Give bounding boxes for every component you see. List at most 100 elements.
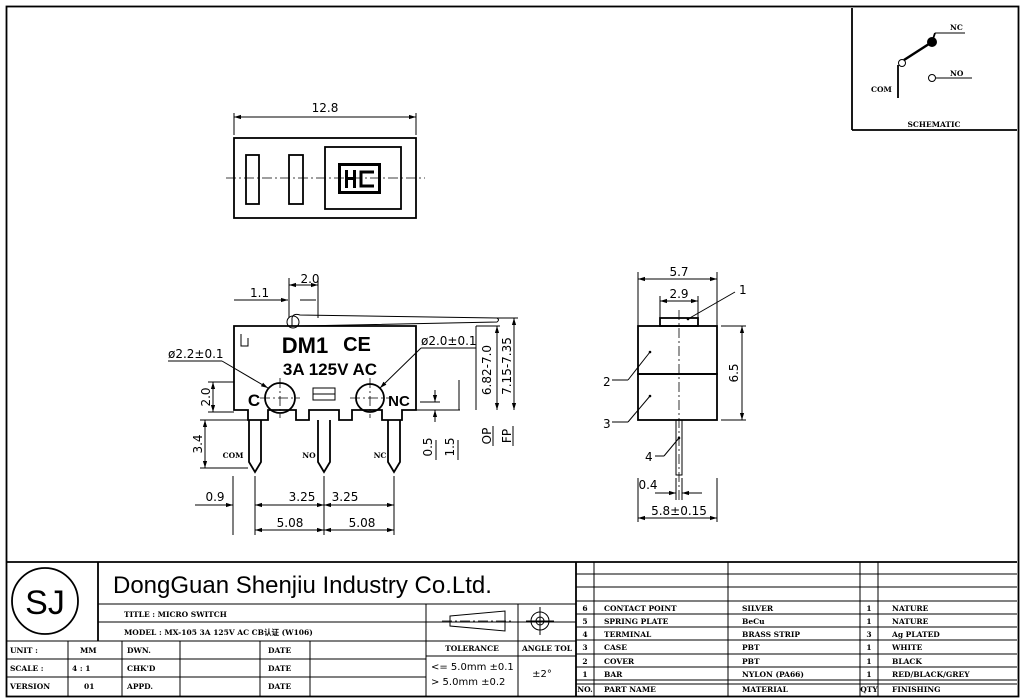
bom-finishing: WHITE (891, 643, 923, 652)
unit-value: MM (80, 646, 97, 655)
model-row: MODEL : MX-105 3A 125V AC CB认证 (W106) (124, 627, 313, 637)
dim-3-4: 3.4 (191, 434, 205, 453)
rating-text: 3A 125V AC (283, 360, 377, 379)
side-terminal (675, 419, 683, 476)
terminal-c-label: C (248, 391, 260, 410)
dim-2-0-top: 2.0 (300, 272, 319, 286)
pin-nc-label: NC (374, 451, 387, 460)
no-contact (928, 74, 936, 82)
drawing-border (5, 5, 1020, 698)
dim-5-8: 5.8±0.15 (651, 504, 707, 518)
bom-header-qty: QTY (860, 685, 878, 694)
chkd-label: CHK'D (127, 664, 156, 673)
dim-3-25-a: 3.25 (289, 490, 316, 504)
bom-part: CONTACT POINT (604, 604, 677, 613)
callout-1: 1 (739, 283, 747, 297)
callout-3: 3 (603, 417, 611, 431)
bom-header-material: MATERIAL (742, 685, 789, 694)
bom-header-no: NO. (577, 685, 593, 694)
bom-row: 1 BAR NYLON (PA66) 1 RED/BLACK/GREY (582, 670, 970, 679)
dim-1-5: 1.5 (443, 437, 457, 456)
bom-no: 6 (582, 604, 587, 613)
bom-finishing: Ag PLATED (891, 630, 940, 639)
bom-part: BAR (604, 670, 623, 679)
bom-table: 6 CONTACT POINT SILVER 1 NATURE 5 SPRING… (576, 562, 1017, 696)
dim-top-width: 12.8 (312, 101, 339, 115)
bom-row: 4 TERMINAL BRASS STRIP 3 Ag PLATED (582, 630, 940, 639)
logo-text: SJ (25, 584, 65, 622)
hole-left-dim: ø2.2±0.1 (168, 347, 224, 361)
dwn-label: DWN. (127, 646, 151, 655)
dim-5-7: 5.7 (669, 265, 688, 279)
dim-2-0-left: 2.0 (199, 387, 213, 406)
title-block: SJ DongGuan Shenjiu Industry Co.Ltd. TIT… (7, 561, 1017, 696)
side-cover (637, 325, 718, 375)
pin-nc (387, 420, 401, 474)
tolerance-header: TOLERANCE (445, 644, 499, 653)
company-logo (11, 567, 79, 635)
bom-finishing: BLACK (892, 657, 922, 666)
bom-material: PBT (742, 657, 760, 666)
dim-0-4: 0.4 (638, 478, 657, 492)
bom-material: SILVER (742, 604, 774, 613)
dim-1-1: 1.1 (250, 286, 269, 300)
lever (291, 313, 499, 327)
tolerance-line-1: <= 5.0mm ±0.1 (431, 662, 514, 673)
top-view: 12.8 (226, 101, 425, 219)
bom-qty: 1 (866, 617, 871, 626)
bom-row: 2 COVER PBT 1 BLACK (582, 657, 922, 666)
hole-right-dim: ø2.0±0.1 (421, 334, 477, 348)
bom-row: 3 CASE PBT 1 WHITE (582, 643, 922, 652)
brand-mark: DM1 (282, 333, 328, 358)
dim-0-9: 0.9 (205, 490, 224, 504)
appd-label: APPD. (126, 682, 153, 691)
bom-header-finishing: FINISHING (892, 685, 940, 694)
date-label-1: DATE (268, 646, 291, 655)
dim-6-82: 6.82-7.0 (480, 345, 494, 395)
bom-material: NYLON (PA66) (742, 670, 804, 679)
bom-part: COVER (604, 657, 635, 666)
bom-no: 2 (582, 657, 587, 666)
dim-0-5: 0.5 (421, 437, 435, 456)
bom-qty: 1 (866, 670, 871, 679)
pin-no-label: NO (302, 451, 316, 460)
bom-header-part: PART NAME (604, 685, 656, 694)
bom-no: 1 (582, 670, 587, 679)
schematic-title: SCHEMATIC (908, 120, 961, 129)
angle-header: ANGLE TOL (521, 644, 573, 653)
bom-part: CASE (604, 643, 627, 652)
projection-symbol (442, 607, 554, 635)
side-view: 5.7 2.9 6.5 1 2 3 4 0.4 (603, 265, 747, 522)
bom-no: 3 (582, 643, 587, 652)
version-value: 01 (84, 682, 94, 691)
dim-7-15: 7.15-7.35 (500, 337, 514, 395)
schematic-nc: NC (950, 23, 963, 32)
callout-2: 2 (603, 375, 611, 389)
bom-header-row: NO. PART NAME MATERIAL QTY FINISHING (577, 685, 940, 694)
front-view: DM1 CE 3A 125V AC C NC ø2.2±0.1 ø2.0±0.1… (168, 272, 518, 535)
bom-row: 6 CONTACT POINT SILVER 1 NATURE (582, 604, 928, 613)
bom-finishing: NATURE (892, 617, 929, 626)
date-label-3: DATE (268, 682, 291, 691)
hc-logo (338, 163, 381, 194)
bom-finishing: NATURE (892, 604, 929, 613)
bom-row: 5 SPRING PLATE BeCu 1 NATURE (582, 617, 928, 626)
dim-3-25-b: 3.25 (332, 490, 359, 504)
terminal-nc-body-label: NC (388, 393, 410, 410)
pin-com (248, 420, 262, 474)
dim-op: OP (480, 428, 494, 445)
bom-material: PBT (742, 643, 760, 652)
callout-4: 4 (645, 450, 653, 464)
bom-part: TERMINAL (604, 630, 652, 639)
switch-body (233, 325, 417, 421)
version-label: VERSION (9, 682, 50, 691)
bom-material: BeCu (742, 617, 765, 626)
bom-qty: 1 (866, 643, 871, 652)
bom-material: BRASS STRIP (742, 630, 800, 639)
tolerance-line-2: > 5.0mm ±0.2 (431, 677, 505, 688)
dim-fp: FP (500, 429, 514, 443)
dim-5-08-a: 5.08 (277, 516, 304, 530)
dim-2-9: 2.9 (669, 287, 688, 301)
bom-qty: 1 (866, 657, 871, 666)
